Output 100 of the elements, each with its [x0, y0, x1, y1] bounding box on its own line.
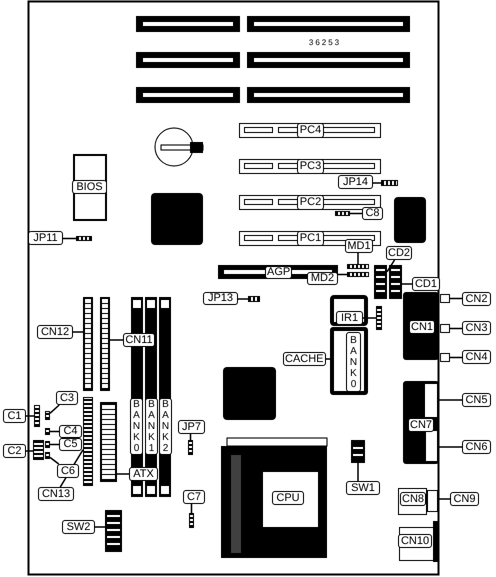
- callout-label: C3: [56, 391, 78, 405]
- leader-line: [26, 450, 33, 452]
- bank-label: BANK1: [145, 398, 158, 455]
- port: [440, 353, 450, 362]
- slot-label: PC2: [297, 195, 324, 210]
- callout-label: CN3: [462, 321, 491, 335]
- leader-line: [386, 260, 396, 272]
- header: [45, 452, 50, 459]
- chip-label: BIOS: [72, 180, 107, 194]
- leader-line: [357, 463, 359, 481]
- callout-label: C1: [3, 409, 26, 423]
- leader-line: [60, 449, 84, 488]
- callout-label: CD1: [412, 277, 440, 291]
- port: [440, 294, 450, 303]
- callout-label: C7: [183, 490, 205, 504]
- serial-port: [425, 430, 438, 462]
- callout-label: CN12: [37, 325, 73, 339]
- callout-label: CN4: [462, 350, 491, 364]
- bank-label: BANK0: [346, 332, 361, 392]
- callout-label: C8: [362, 207, 383, 220]
- header: [45, 428, 50, 435]
- dip-switch: [351, 440, 365, 463]
- cache-chip: [330, 327, 368, 395]
- leader-line: [50, 430, 59, 432]
- serial-port: [424, 383, 438, 418]
- connector: [83, 397, 93, 486]
- slot-label: PC3: [297, 159, 324, 174]
- callout-label: MD2: [307, 272, 338, 285]
- callout-label: C5: [59, 438, 82, 451]
- header: [376, 306, 382, 330]
- leader-line: [190, 434, 192, 440]
- port: [440, 324, 450, 333]
- leader-line: [50, 444, 59, 446]
- connector-label: CN10: [398, 534, 432, 548]
- connector-label: CN1: [409, 320, 436, 334]
- leader-line: [95, 526, 105, 528]
- leader-line: [73, 331, 83, 333]
- header: [45, 411, 50, 420]
- slot-label: AGP: [265, 266, 292, 279]
- bank-label: BANK0: [130, 398, 143, 455]
- ide-connector: [100, 297, 110, 391]
- callout-label: MD1: [345, 239, 373, 253]
- callout-label: JP14: [338, 175, 373, 189]
- leader-line: [373, 182, 381, 184]
- callout-label: CN6: [462, 440, 491, 454]
- leader-line: [63, 238, 76, 240]
- ide-connector: [83, 297, 93, 391]
- slot-label: PC4: [297, 123, 324, 138]
- leader-line: [350, 212, 362, 214]
- callout-label: CD2: [386, 246, 412, 260]
- dip-switch: [105, 510, 122, 552]
- jumper-header: [347, 264, 369, 269]
- callout-label: CN13: [38, 487, 74, 501]
- callout-label: C2: [3, 444, 26, 458]
- leader-line: [450, 298, 462, 300]
- leader-line: [117, 473, 129, 475]
- connector-label: CN8: [400, 492, 426, 506]
- part-number: 36253: [308, 38, 342, 47]
- socket-label: CPU: [272, 491, 304, 505]
- callout-label: SW2: [62, 520, 95, 534]
- header: [34, 405, 40, 427]
- jumper-header: [335, 211, 350, 216]
- leader-line: [450, 328, 462, 330]
- header: [188, 440, 193, 455]
- leader-line: [402, 283, 412, 285]
- header: [189, 513, 194, 528]
- connector: [389, 265, 402, 299]
- callout-label: CN9: [450, 492, 479, 506]
- bank-label: BANK2: [159, 398, 172, 455]
- callout-label: C6: [57, 464, 79, 478]
- leader-line: [50, 456, 60, 465]
- leader-line: [438, 446, 462, 448]
- leader-line: [110, 339, 123, 341]
- leader-line: [26, 415, 34, 417]
- header: [33, 440, 44, 460]
- callout-label: ATX: [129, 467, 158, 481]
- jumper-header: [347, 272, 369, 277]
- callout-label: C4: [59, 425, 82, 438]
- callout-label: CN2: [462, 292, 491, 306]
- header: [45, 441, 50, 448]
- leader-line: [438, 399, 462, 401]
- leader-line: [357, 253, 359, 264]
- callout-label: CN5: [462, 393, 491, 407]
- callout-label: CN11: [123, 333, 155, 347]
- callout-label: JP11: [28, 231, 63, 245]
- leader-line: [238, 298, 248, 300]
- connector-label: CN7: [408, 418, 434, 432]
- leader-line: [190, 504, 192, 513]
- slot-label: PC1: [297, 231, 324, 246]
- leader-line: [438, 498, 450, 500]
- connector: [374, 265, 387, 299]
- jumper-header: [381, 180, 398, 186]
- leader-line: [338, 274, 347, 276]
- jumper-header: [76, 236, 92, 241]
- leader-line: [450, 356, 462, 358]
- callout-label: CACHE: [283, 352, 326, 366]
- callout-label: JP7: [178, 420, 205, 434]
- callout-label: JP13: [203, 292, 238, 305]
- leader-line: [50, 404, 60, 414]
- leader-line: [363, 317, 376, 319]
